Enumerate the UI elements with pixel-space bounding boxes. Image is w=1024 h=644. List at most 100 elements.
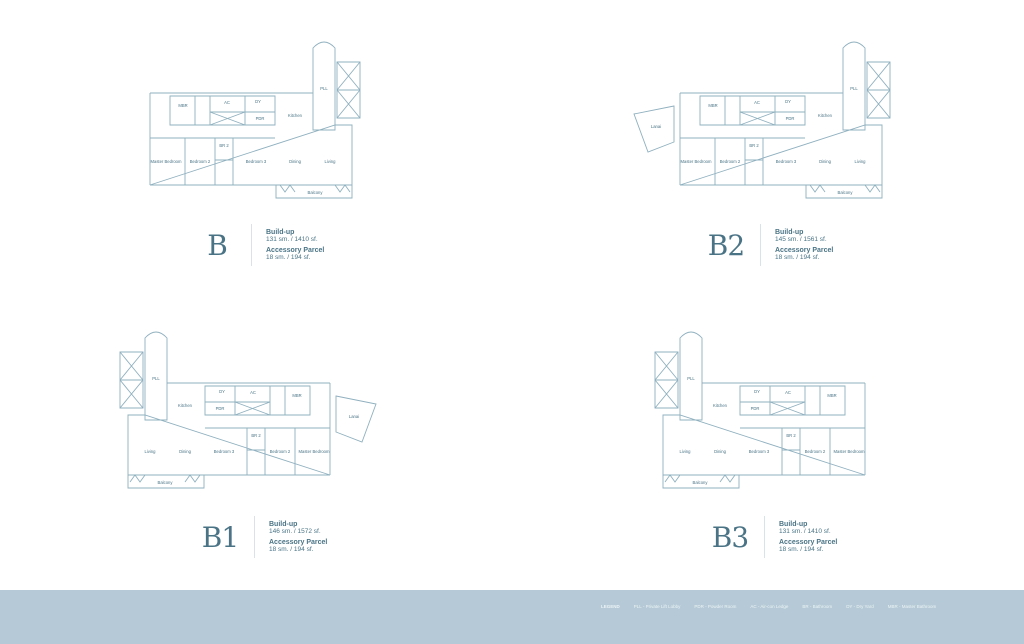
unit-code: B2 xyxy=(707,228,745,262)
plan-wall xyxy=(664,474,736,483)
plan-wall xyxy=(739,111,776,126)
parcel-value: 18 sm. / 194 sf. xyxy=(779,546,824,553)
unit-code: B1 xyxy=(201,520,239,554)
plan-wall xyxy=(150,137,275,185)
plan-wall xyxy=(699,95,806,126)
plan-wall xyxy=(842,41,866,131)
room-label-br2: BR 2 xyxy=(749,143,759,148)
room-label-kitchen: Kitchen xyxy=(713,403,728,408)
plan-wall xyxy=(739,385,846,416)
room-label-balcony: Balcony xyxy=(693,480,709,485)
room-label-dining: Dining xyxy=(179,449,192,454)
unit-code: B3 xyxy=(711,520,749,554)
plan-wall xyxy=(805,185,883,199)
room-label-kitchen: Kitchen xyxy=(818,113,833,118)
room-label-dining: Dining xyxy=(714,449,727,454)
plan-wall xyxy=(680,137,805,185)
plan-wall xyxy=(866,61,891,119)
room-label-master: Master Bedroom xyxy=(681,159,712,164)
plan-wall xyxy=(205,427,330,475)
room-label-ac: AC xyxy=(785,390,791,395)
parcel-value: 18 sm. / 194 sf. xyxy=(775,254,820,261)
plan-wall xyxy=(740,427,865,475)
room-label-dy: DY xyxy=(219,389,225,394)
room-label-ac: AC xyxy=(250,390,256,395)
room-label-lanai: Lanai xyxy=(651,124,661,129)
buildup-value: 146 sm. / 1572 sf. xyxy=(269,528,321,535)
plan-wall xyxy=(119,351,144,409)
divider xyxy=(760,224,761,266)
room-label-living: Living xyxy=(855,159,867,164)
parcel-value: 18 sm. / 194 sf. xyxy=(266,254,311,261)
room-label-mbr: MBR xyxy=(292,393,301,398)
plan-wall xyxy=(275,185,353,199)
legend-item: DY - Dry Yard xyxy=(846,604,874,609)
room-label-balcony: Balcony xyxy=(308,190,324,195)
parcel-label: Accessory Parcel xyxy=(266,246,325,254)
plan-wall xyxy=(209,111,246,126)
room-label-lanai: Lanai xyxy=(349,414,359,419)
plan-wall xyxy=(769,401,806,416)
room-label-mbr: MBR xyxy=(708,103,717,108)
plan-wall xyxy=(234,401,271,416)
parcel-label: Accessory Parcel xyxy=(269,538,328,546)
room-label-br2: BR 2 xyxy=(219,143,229,148)
unit-code: B xyxy=(207,228,228,262)
footer-band xyxy=(0,590,1024,644)
room-label-br2: BR 2 xyxy=(786,433,796,438)
room-label-pdr: PDR xyxy=(786,116,795,121)
room-label-bed2: Bedroom 2 xyxy=(720,159,741,164)
room-label-pll: PLL xyxy=(687,376,695,381)
plan-wall xyxy=(169,95,276,126)
room-label-dy: DY xyxy=(255,99,261,104)
parcel-label: Accessory Parcel xyxy=(779,538,838,546)
legend-item: AC - Air-con Ledge xyxy=(750,604,789,609)
plan-wall xyxy=(279,184,351,193)
plan-wall xyxy=(679,331,703,421)
room-label-bed3: Bedroom 3 xyxy=(246,159,267,164)
room-label-pdr: PDR xyxy=(751,406,760,411)
room-label-living: Living xyxy=(680,449,692,454)
room-label-ac: AC xyxy=(754,100,760,105)
plan-wall xyxy=(127,475,205,489)
divider xyxy=(764,516,765,558)
room-label-pll: PLL xyxy=(320,86,328,91)
buildup-label: Build-up xyxy=(775,228,804,236)
divider xyxy=(254,516,255,558)
room-label-mbr: MBR xyxy=(178,103,187,108)
room-label-bed3: Bedroom 3 xyxy=(776,159,797,164)
plan-wall xyxy=(866,61,891,119)
room-label-mbr: MBR xyxy=(827,393,836,398)
plan-wall xyxy=(336,61,361,119)
room-label-master: Master Bedroom xyxy=(151,159,182,164)
legend-title: LEGEND xyxy=(601,604,620,609)
room-label-bed3: Bedroom 3 xyxy=(749,449,770,454)
room-label-dy: DY xyxy=(785,99,791,104)
plan-wall xyxy=(129,474,201,483)
divider xyxy=(251,224,252,266)
plan-wall xyxy=(633,105,675,153)
parcel-value: 18 sm. / 194 sf. xyxy=(269,546,314,553)
room-label-bed3: Bedroom 3 xyxy=(214,449,235,454)
room-label-br2: BR 2 xyxy=(251,433,261,438)
room-label-bed2: Bedroom 2 xyxy=(270,449,291,454)
room-label-kitchen: Kitchen xyxy=(288,113,303,118)
legend-item: BR - Bathroom xyxy=(802,604,833,609)
buildup-value: 145 sm. / 1561 sf. xyxy=(775,236,827,243)
legend-item: PDR - Powder Room xyxy=(694,604,737,609)
plan-wall xyxy=(662,475,740,489)
plan-wall xyxy=(654,351,679,409)
plan-wall xyxy=(204,385,311,416)
plan-wall xyxy=(336,61,361,119)
room-label-pdr: PDR xyxy=(256,116,265,121)
room-label-pll: PLL xyxy=(152,376,160,381)
plan-wall xyxy=(144,331,168,421)
